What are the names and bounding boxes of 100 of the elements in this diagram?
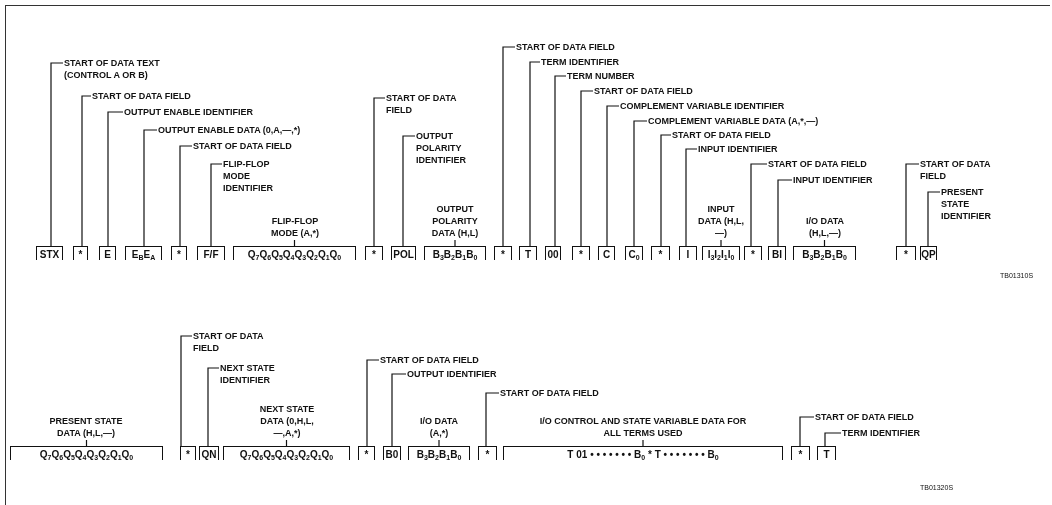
data-field: * [180,446,196,460]
data-field: * [494,246,512,260]
data-field: C [598,246,615,260]
field-description: NEXT STATE IDENTIFIER [220,362,298,386]
field-description: TERM IDENTIFIER [541,56,619,68]
leader-line [485,392,500,447]
field-description: OUTPUT ENABLE DATA (0,A,—,*) [158,124,301,136]
leader-line [799,416,815,447]
data-field: I$_{3}$I$_{2}$I$_{1}$I$_{0}$ [702,246,740,260]
leader-line [373,97,386,247]
data-field: POL [391,246,416,260]
field-description: COMPLEMENT VARIABLE DATA (A,*,—) [648,115,819,127]
leader-line [927,191,941,247]
leader-line [285,439,288,447]
field-description: START OF DATA FIELD [380,354,479,366]
field-description: START OF DATA FIELD [768,158,867,170]
leader-line [207,367,220,447]
leader-line [143,129,158,247]
data-field: QP [920,246,937,260]
data-field: Q$_{7}$Q$_{6}$Q$_{5}$Q$_{4}$Q$_{3}$Q$_{2}$Q$_{1}$Q$_{0}$ [233,246,356,260]
data-field: C$_{0}$ [625,246,643,260]
field-description: TERM IDENTIFIER [842,427,920,439]
field-description: INPUT IDENTIFIER [698,143,778,155]
leader-line [777,179,793,247]
data-field: * [744,246,762,260]
field-description: START OF DATA FIELD [92,90,191,102]
field-description: FLIP-FLOP MODE IDENTIFIER [223,158,289,194]
field-description: INPUT DATA (H,L,—) [696,203,746,239]
leader-line [642,439,644,447]
data-field: * [651,246,670,260]
leader-line [660,134,672,247]
data-field: B$_{3}$B$_{2}$B$_{1}$B$_{0}$ [793,246,856,260]
data-field: E [99,246,116,260]
field-description: OUTPUT IDENTIFIER [407,368,497,380]
field-description: START OF DATA TEXT (CONTROL A OR B) [64,57,189,81]
leader-line [107,111,124,247]
leader-line [210,163,223,247]
field-description: START OF DATA FIELD [516,41,615,53]
field-description: START OF DATA FIELD [386,92,458,116]
leader-line [750,163,768,247]
field-description: START OF DATA FIELD [920,158,992,182]
leader-line [366,359,380,447]
data-field: Q$_{7}$Q$_{6}$Q$_{5}$Q$_{4}$Q$_{3}$Q$_{2}$Q$_{1}$Q$_{0}$ [223,446,350,460]
field-description: PRESENT STATE IDENTIFIER [941,186,1013,222]
data-field: * [171,246,187,260]
data-field: I [679,246,697,260]
data-field: T [817,446,836,460]
field-description: FLIP-FLOP MODE (A,*) [259,215,331,239]
data-field: * [478,446,497,460]
field-description: I/O CONTROL AND STATE VARIABLE DATA FOR ALL TERMS USED [538,415,748,439]
field-description: OUTPUT POLARITY DATA (H,L) [421,203,489,239]
leader-line [179,145,193,247]
leader-line [529,61,541,247]
field-description: INPUT IDENTIFIER [793,174,873,186]
leader-line [606,105,620,247]
leader-line [554,75,567,247]
data-field: * [365,246,383,260]
field-description: OUTPUT POLARITY IDENTIFIER [416,130,482,166]
field-description: START OF DATA FIELD [594,85,693,97]
field-description: START OF DATA FIELD [193,140,292,152]
data-field: 00 [545,246,561,260]
data-field: * [358,446,375,460]
leader-line [438,439,440,447]
field-description: COMPLEMENT VARIABLE IDENTIFIER [620,100,785,112]
leader-line [720,239,722,247]
field-description: START OF DATA FIELD [672,129,771,141]
leader-line [85,439,88,447]
leader-line [402,135,416,247]
data-field: T [519,246,537,260]
data-field: * [896,246,916,260]
field-description: I/O DATA (H,L,—) [796,215,854,239]
field-description: NEXT STATE DATA (0,H,L,—,A,*) [247,403,327,439]
data-field: B$_{3}$B$_{2}$B$_{1}$B$_{0}$ [408,446,470,460]
field-description: TERM NUMBER [567,70,635,82]
leader-line [81,95,92,247]
data-field: B0 [383,446,401,460]
field-description: I/O DATA (A,*) [410,415,468,439]
field-description: OUTPUT ENABLE IDENTIFIER [124,106,253,118]
data-field: Q$_{7}$Q$_{6}$Q$_{5}$Q$_{4}$Q$_{3}$Q$_{2}$Q$_{1}$Q$_{0}$ [10,446,163,460]
leader-line [823,239,826,247]
field-description: START OF DATA FIELD [815,411,914,423]
data-field: * [572,246,590,260]
data-field: STX [36,246,63,260]
data-field: QN [199,446,219,460]
data-field: T 01 • • • • • • • B$_{0}$ * T • • • • • • • B$_{0}$ [503,446,783,460]
leader-line [293,239,296,247]
data-field: B$_{3}$B$_{2}$B$_{1}$B$_{0}$ [424,246,486,260]
leader-line [180,335,193,447]
field-description: START OF DATA FIELD [500,387,599,399]
leader-line [824,432,842,447]
leader-line [580,90,594,247]
data-field: E$_{B}$E$_{A}$ [125,246,162,260]
data-field: F/F [197,246,225,260]
leader-line [391,373,407,447]
leader-line [502,46,516,247]
data-field: * [791,446,810,460]
data-field: * [73,246,88,260]
leader-line [633,120,648,247]
data-field: BI [768,246,786,260]
leader-line [905,163,920,247]
